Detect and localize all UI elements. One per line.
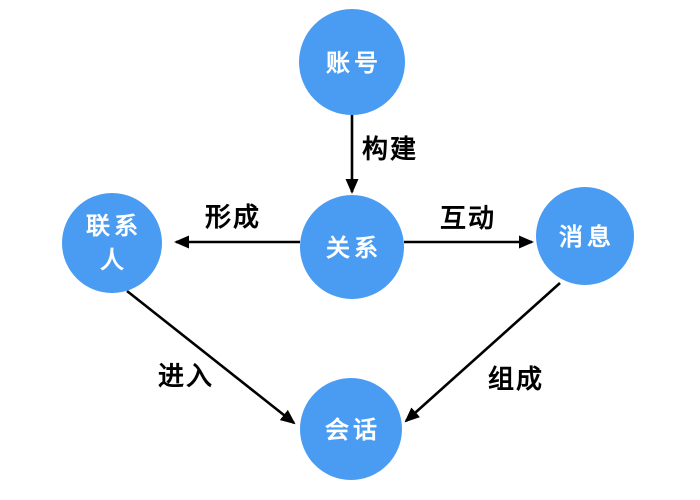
edge-account-relationship: 构建 <box>345 114 418 194</box>
node-relationship-label: 关系 <box>326 234 382 262</box>
edge-label-enter: 进入 <box>158 362 214 392</box>
node-account-label: 账号 <box>326 49 382 77</box>
node-conversation-circle <box>300 378 402 480</box>
edge-label-build: 构建 <box>362 135 418 165</box>
node-account: 账号 <box>299 9 405 115</box>
node-relationship: 关系 <box>300 195 404 299</box>
node-account-circle <box>299 9 405 115</box>
node-contact: 联系 人 <box>62 193 162 293</box>
edge-line-message-conversation <box>404 282 561 423</box>
edge-relationship-contact: 形成 <box>174 203 300 249</box>
edge-message-conversation: 组成 <box>404 282 561 423</box>
node-message-label: 消息 <box>559 223 615 251</box>
node-conversation-label: 会话 <box>325 416 381 444</box>
edge-label-interact: 互动 <box>440 204 496 234</box>
node-conversation: 会话 <box>300 378 402 480</box>
node-message: 消息 <box>536 187 634 285</box>
node-contact-label-line2: 人 <box>100 246 128 274</box>
node-contact-label-line1: 联系 <box>86 212 142 240</box>
node-contact-circle <box>62 193 162 293</box>
edge-contact-conversation: 进入 <box>126 289 296 425</box>
node-message-circle <box>536 187 634 285</box>
edge-line-contact-conversation <box>126 289 296 425</box>
edge-relationship-message: 互动 <box>404 204 534 249</box>
edge-label-compose: 组成 <box>488 364 544 395</box>
node-relationship-circle <box>300 195 404 299</box>
edge-label-form: 形成 <box>205 203 261 233</box>
